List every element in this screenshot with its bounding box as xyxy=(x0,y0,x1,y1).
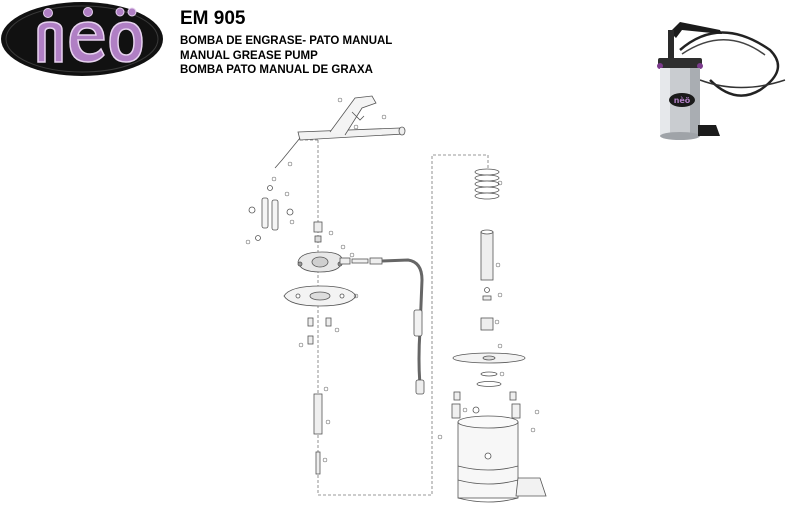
cover-plate xyxy=(283,285,357,307)
linkage-parts xyxy=(248,185,294,241)
spring xyxy=(474,168,500,200)
photo-logo-label: nèö xyxy=(674,95,691,105)
follower-tube xyxy=(480,229,494,331)
grease-pump-photo: nèö xyxy=(657,22,786,140)
follower-plate xyxy=(452,352,526,387)
grease-drum xyxy=(457,415,547,503)
model-number: EM 905 xyxy=(180,8,246,29)
part-callouts xyxy=(245,97,540,463)
lever-handle xyxy=(274,95,406,169)
assembly-guide-lines xyxy=(300,139,489,496)
pump-head xyxy=(297,221,343,273)
fasteners xyxy=(307,317,332,345)
title-spanish: BOMBA DE ENGRASE- PATO MANUAL xyxy=(180,35,393,47)
title-english: MANUAL GREASE PUMP xyxy=(180,49,318,62)
drum-clamps xyxy=(451,391,521,419)
pump-rod xyxy=(313,393,323,475)
title-portuguese: BOMBA PATO MANUAL DE GRAXA xyxy=(180,64,373,76)
document-header: EM 905 BOMBA DE ENGRASE- PATO MANUAL MAN… xyxy=(180,8,392,78)
outlet-hose xyxy=(339,257,425,395)
neo-logo xyxy=(1,2,163,76)
